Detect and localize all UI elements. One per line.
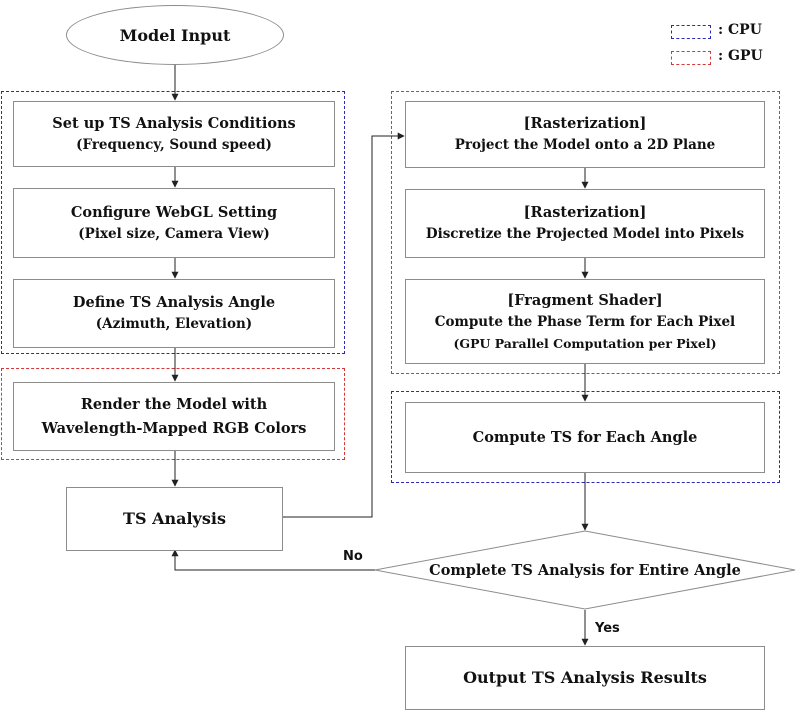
compute-ts-label: Compute TS for Each Angle bbox=[472, 428, 698, 446]
define-angle-node: Define TS Analysis Angle (Azimuth, Eleva… bbox=[13, 279, 335, 348]
fragment-line2: Compute the Phase Term for Each Pixel bbox=[434, 314, 736, 331]
webgl-setting-node: Configure WebGL Setting (Pixel size, Cam… bbox=[13, 188, 335, 258]
rasterization-discretize-node: [Rasterization] Discretize the Projected… bbox=[405, 189, 765, 258]
ts-analysis-label: TS Analysis bbox=[123, 509, 226, 529]
render-line2: Wavelength-Mapped RGB Colors bbox=[41, 419, 307, 437]
yes-label: Yes bbox=[595, 621, 620, 636]
ts-analysis-node: TS Analysis bbox=[66, 487, 283, 551]
legend-cpu-swatch bbox=[671, 25, 711, 39]
raster2-line1: [Rasterization] bbox=[523, 204, 647, 222]
rasterization-project-node: [Rasterization] Project the Model onto a… bbox=[405, 101, 765, 168]
render-model-node: Render the Model with Wavelength-Mapped … bbox=[13, 382, 335, 451]
raster2-line2: Discretize the Projected Model into Pixe… bbox=[425, 226, 745, 243]
webgl-line1: Configure WebGL Setting bbox=[70, 203, 278, 221]
angle-line2: (Azimuth, Elevation) bbox=[95, 316, 253, 333]
legend-gpu-label: : GPU bbox=[718, 48, 763, 64]
compute-ts-node: Compute TS for Each Angle bbox=[405, 402, 765, 473]
model-input-node: Model Input bbox=[66, 5, 284, 65]
raster1-line2: Project the Model onto a 2D Plane bbox=[454, 137, 716, 154]
setup-line2: (Frequency, Sound speed) bbox=[76, 136, 272, 153]
no-label: No bbox=[343, 549, 363, 564]
cpu-group-left bbox=[1, 91, 345, 354]
setup-line1: Set up TS Analysis Conditions bbox=[52, 114, 296, 132]
webgl-line2: (Pixel size, Camera View) bbox=[78, 225, 270, 242]
render-line1: Render the Model with bbox=[80, 396, 268, 414]
output-results-node: Output TS Analysis Results bbox=[405, 646, 765, 710]
decision-label: Complete TS Analysis for Entire Angle bbox=[429, 561, 741, 579]
fragment-shader-node: [Fragment Shader] Compute the Phase Term… bbox=[405, 279, 765, 364]
fragment-line3: (GPU Parallel Computation per Pixel) bbox=[453, 335, 717, 351]
decision-diamond bbox=[374, 530, 796, 610]
edge-tsanalysis-raster1 bbox=[283, 132, 405, 518]
legend-cpu-label: : CPU bbox=[718, 22, 762, 38]
output-label: Output TS Analysis Results bbox=[463, 668, 707, 688]
fragment-line1: [Fragment Shader] bbox=[507, 292, 663, 310]
gpu-group-left bbox=[1, 368, 345, 460]
model-input-label: Model Input bbox=[119, 25, 231, 45]
edge-decision-no bbox=[171, 549, 375, 571]
legend-gpu-swatch bbox=[671, 51, 711, 65]
raster1-line1: [Rasterization] bbox=[523, 115, 647, 133]
angle-line1: Define TS Analysis Angle bbox=[72, 294, 276, 312]
setup-conditions-node: Set up TS Analysis Conditions (Frequency… bbox=[13, 101, 335, 167]
